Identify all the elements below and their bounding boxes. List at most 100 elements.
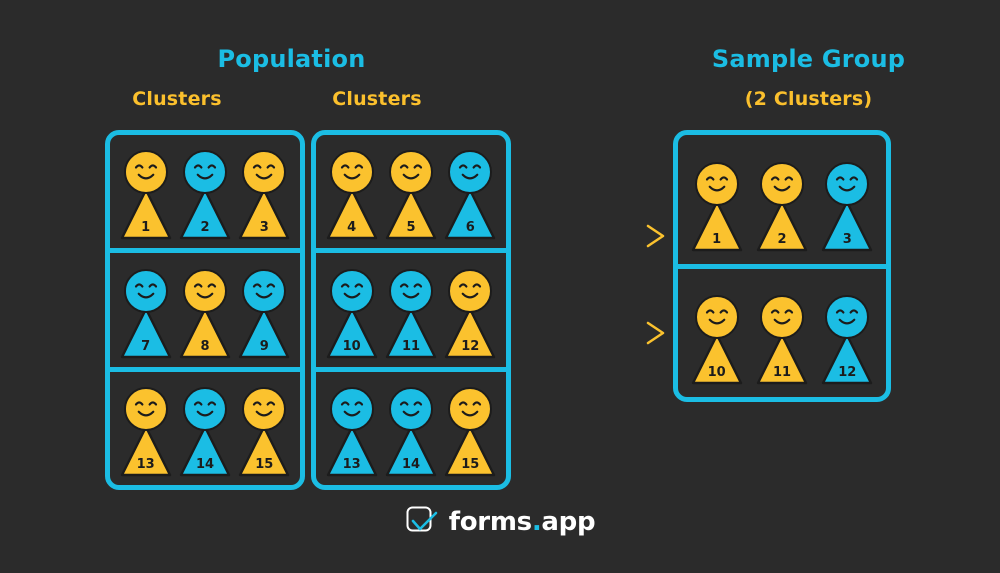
person-figure-3: 3: [238, 140, 290, 240]
person-figure-4: 4: [326, 140, 378, 240]
person-figure-6: 6: [444, 140, 496, 240]
cluster-row: 10 11 12: [678, 263, 886, 398]
person-number: 15: [461, 456, 480, 472]
person-head: [182, 268, 227, 313]
person-figure-14: 14: [385, 377, 437, 477]
population-left-cluster-box: 1 2 3 7 8 9 13 14 15: [105, 130, 305, 490]
person-head: [123, 386, 168, 431]
person-head: [388, 268, 433, 313]
person-figure-1: 1: [691, 152, 743, 252]
person-head: [182, 150, 227, 195]
person-head: [694, 295, 739, 339]
person-head: [825, 161, 870, 206]
person-body: 9: [238, 307, 290, 359]
forms-app-logo: forms.app: [0, 505, 1000, 539]
person-figure-11: 11: [756, 285, 808, 385]
clusters-label-right: Clusters: [332, 88, 422, 110]
person-body: 13: [120, 425, 172, 477]
person-number: 13: [342, 456, 361, 472]
person-figure-11: 11: [385, 259, 437, 359]
person-figure-12: 12: [821, 285, 873, 385]
person-body: 8: [179, 307, 231, 359]
cluster-row: 4 5 6: [316, 135, 506, 248]
person-body: 14: [179, 425, 231, 477]
person-number: 4: [347, 220, 357, 236]
person-number: 3: [842, 231, 852, 247]
person-body: 13: [326, 425, 378, 477]
person-number: 11: [772, 365, 792, 380]
person-number: 7: [141, 338, 151, 354]
population-title: Population: [217, 45, 366, 73]
cluster-row: 7 8 9: [110, 248, 300, 366]
clusters-label-left: Clusters: [132, 88, 222, 110]
person-figure-10: 10: [326, 259, 378, 359]
person-body: 15: [444, 425, 496, 477]
person-number: 5: [406, 220, 416, 236]
person-body: 10: [691, 333, 743, 385]
logo-text-dot: .: [531, 507, 542, 537]
person-head: [242, 150, 287, 195]
person-head: [242, 386, 287, 431]
person-number: 11: [401, 338, 421, 354]
person-figure-12: 12: [444, 259, 496, 359]
logo-text-app: app: [541, 507, 596, 537]
person-body: 2: [756, 200, 808, 252]
person-head: [329, 150, 374, 195]
cluster-row: 13 14 15: [316, 366, 506, 485]
cluster-row: 1 2 3: [678, 135, 886, 264]
person-figure-8: 8: [179, 259, 231, 359]
person-figure-9: 9: [238, 259, 290, 359]
person-number: 13: [136, 456, 155, 472]
person-head: [123, 268, 168, 313]
person-number: 12: [838, 365, 857, 380]
person-body: 12: [444, 307, 496, 359]
person-head: [448, 268, 493, 313]
person-figure-2: 2: [756, 152, 808, 252]
person-head: [329, 268, 374, 313]
person-number: 12: [461, 338, 480, 354]
cluster-row: 10 11 12: [316, 248, 506, 366]
person-figure-3: 3: [821, 152, 873, 252]
person-body: 3: [238, 188, 290, 240]
logo-text-forms: forms: [448, 507, 532, 537]
person-body: 6: [444, 188, 496, 240]
person-body: 5: [385, 188, 437, 240]
cluster-row: 1 2 3: [110, 135, 300, 248]
person-number: 2: [777, 231, 787, 247]
person-number: 6: [465, 220, 475, 236]
person-figure-13: 13: [326, 377, 378, 477]
person-number: 3: [259, 220, 269, 236]
person-body: 3: [821, 200, 873, 252]
person-body: 11: [385, 307, 437, 359]
person-number: 14: [195, 456, 215, 472]
person-number: 2: [200, 220, 210, 236]
person-number: 1: [141, 220, 151, 236]
person-number: 15: [255, 456, 274, 472]
person-head: [448, 150, 493, 195]
sample-group-title: Sample Group: [711, 45, 906, 73]
person-head: [388, 150, 433, 195]
person-head: [694, 161, 739, 206]
person-head: [448, 386, 493, 431]
forms-app-logo-mark: [405, 505, 439, 539]
person-number: 9: [259, 338, 269, 354]
person-figure-15: 15: [444, 377, 496, 477]
person-figure-10: 10: [691, 285, 743, 385]
person-figure-13: 13: [120, 377, 172, 477]
person-head: [329, 386, 374, 431]
person-number: 10: [707, 365, 726, 380]
person-figure-7: 7: [120, 259, 172, 359]
population-right-cluster-box: 4 5 6 10 11 12 13 14 15: [311, 130, 511, 490]
person-head: [759, 295, 804, 339]
person-body: 2: [179, 188, 231, 240]
person-head: [123, 150, 168, 195]
person-number: 10: [342, 338, 361, 354]
person-number: 1: [712, 231, 722, 247]
person-figure-2: 2: [179, 140, 231, 240]
forms-app-wordmark: forms.app: [449, 509, 596, 535]
person-body: 1: [691, 200, 743, 252]
person-head: [759, 161, 804, 206]
sample-group-subtitle: (2 Clusters): [744, 88, 873, 110]
